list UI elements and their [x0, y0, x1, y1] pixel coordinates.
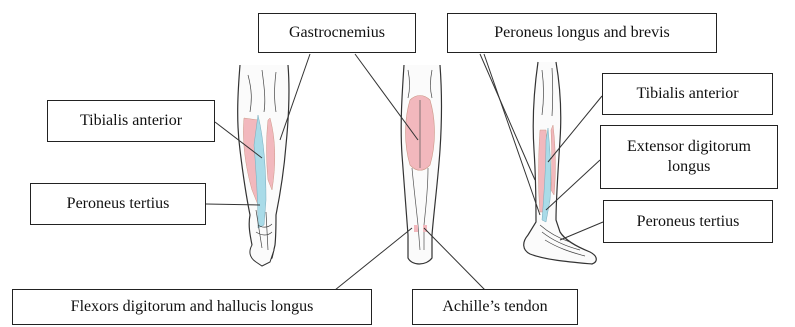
middle-leg-figure [401, 65, 441, 264]
label-flexors-digitorum: Flexors digitorum and hallucis longus [12, 289, 372, 325]
label-peroneus-longus-brevis-text: Peroneus longus and brevis [494, 23, 670, 43]
label-tibialis-anterior-right: Tibialis anterior [602, 73, 773, 115]
right-leg-outline [524, 62, 597, 264]
leader-peroneus-longus-2 [484, 54, 540, 215]
label-peroneus-tertius-left-text: Peroneus tertius [67, 194, 170, 214]
leader-flexors [335, 228, 412, 290]
label-flexors-digitorum-text: Flexors digitorum and hallucis longus [71, 297, 314, 317]
label-peroneus-tertius-right: Peroneus tertius [603, 200, 773, 243]
label-extensor-digitorum-line1: Extensor digitorum [627, 137, 751, 157]
label-peroneus-tertius-right-text: Peroneus tertius [637, 212, 740, 232]
leader-achilles [424, 228, 485, 290]
label-tibialis-anterior-left-text: Tibialis anterior [80, 111, 182, 131]
label-achilles-tendon-text: Achille’s tendon [442, 297, 547, 317]
label-extensor-digitorum-line2: longus [668, 157, 711, 177]
label-peroneus-tertius-left: Peroneus tertius [30, 183, 206, 225]
leader-peroneus-longus-1 [480, 54, 535, 180]
left-leg-figure [238, 65, 289, 266]
label-tibialis-anterior-left: Tibialis anterior [47, 100, 215, 142]
label-tibialis-anterior-right-text: Tibialis anterior [636, 84, 738, 104]
label-extensor-digitorum: Extensor digitorum longus [600, 125, 778, 189]
right-leg-figure [524, 62, 597, 264]
label-gastrocnemius: Gastrocnemius [258, 13, 416, 53]
label-achilles-tendon: Achille’s tendon [412, 289, 578, 325]
label-peroneus-longus-brevis: Peroneus longus and brevis [447, 13, 717, 53]
label-gastrocnemius-text: Gastrocnemius [289, 23, 385, 43]
leader-peroneus-tertius-right [560, 222, 603, 240]
